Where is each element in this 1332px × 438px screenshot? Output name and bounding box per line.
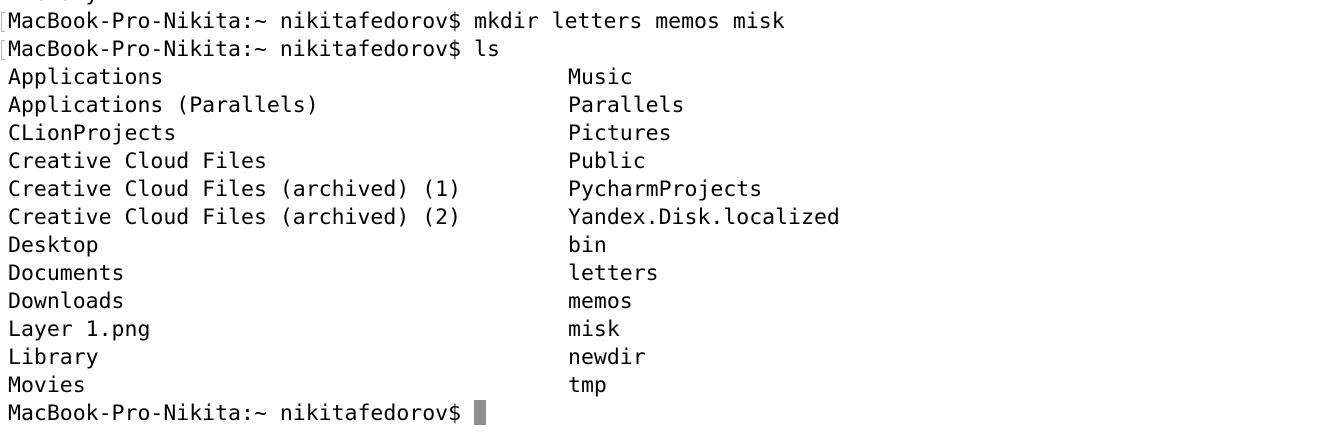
command-mark-icon [1, 12, 5, 32]
ls-entry: letters [568, 261, 659, 286]
command-text: mkdir letters memos misk [474, 9, 785, 34]
ls-entry: PycharmProjects [568, 177, 763, 202]
prompt: MacBook-Pro-Nikita:~ nikitafedorov$ [8, 401, 474, 426]
ls-entry: Parallels [568, 93, 685, 118]
input-line[interactable]: MacBook-Pro-Nikita:~ nikitafedorov$ [8, 400, 486, 428]
ls-entry: bin [568, 233, 607, 258]
ls-entry: memos [568, 289, 633, 314]
ls-entry: Creative Cloud Files (archived) (2) [8, 205, 462, 230]
ls-entry: Creative Cloud Files [8, 149, 267, 174]
ls-entry: CLionProjects [8, 121, 177, 146]
command-line: MacBook-Pro-Nikita:~ nikitafedorov$ ls [8, 36, 500, 64]
partial-output-line: Library [8, 0, 99, 8]
ls-entry: newdir [568, 345, 646, 370]
ls-entry: tmp [568, 373, 607, 398]
command-text: ls [474, 37, 500, 62]
ls-entry: Pictures [568, 121, 672, 146]
ls-entry: Public [568, 149, 646, 174]
ls-entry: misk [568, 317, 620, 342]
command-mark-icon [1, 40, 5, 60]
ls-entry: Layer 1.png [8, 317, 151, 342]
prompt: MacBook-Pro-Nikita:~ nikitafedorov$ [8, 37, 474, 62]
ls-entry: Creative Cloud Files (archived) (1) [8, 177, 462, 202]
ls-entry: Music [568, 65, 633, 90]
command-line: MacBook-Pro-Nikita:~ nikitafedorov$ mkdi… [8, 8, 785, 36]
ls-entry: Yandex.Disk.localized [568, 205, 840, 230]
prompt: MacBook-Pro-Nikita:~ nikitafedorov$ [8, 9, 474, 34]
ls-entry: Downloads [8, 289, 125, 314]
text-cursor [474, 400, 486, 425]
ls-entry: Documents [8, 261, 125, 286]
ls-entry: Desktop [8, 233, 99, 258]
ls-entry: Library [8, 345, 99, 370]
ls-entry: Movies [8, 373, 86, 398]
ls-entry: Applications [8, 65, 164, 90]
ls-entry: Applications (Parallels) [8, 93, 319, 118]
